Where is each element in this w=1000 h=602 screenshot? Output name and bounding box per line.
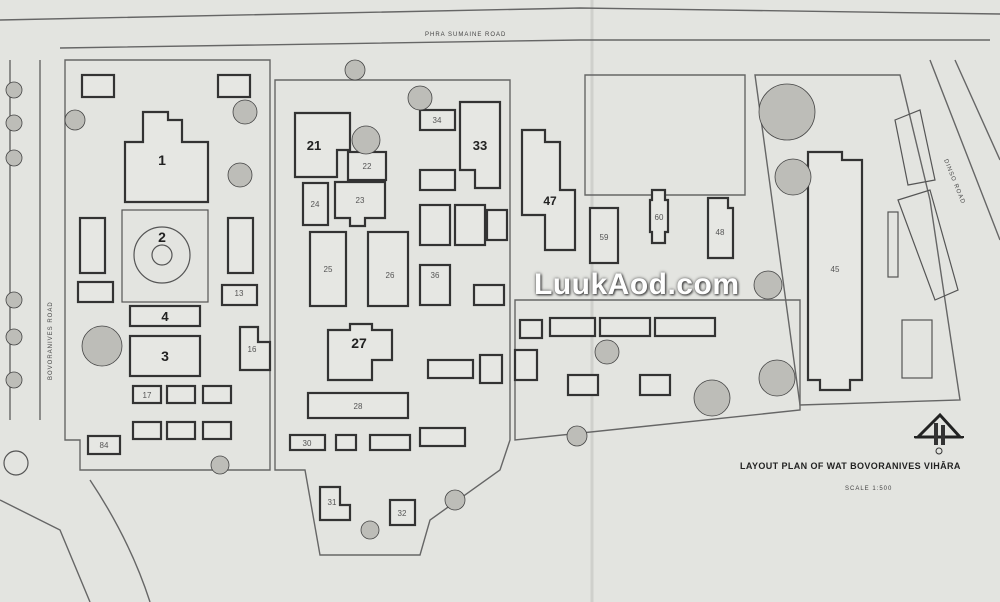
building-45-label: 45	[831, 265, 840, 274]
building-48-label: 48	[716, 228, 725, 237]
building-23-label: 23	[356, 196, 365, 205]
building-1-label: 1	[158, 152, 166, 168]
building-30-label: 30	[303, 439, 312, 448]
compound-west	[64, 59, 271, 471]
north-arrow-icon	[914, 411, 964, 466]
building-36-label: 36	[431, 271, 440, 280]
building-4-label: 4	[161, 309, 169, 324]
building-16-label: 16	[248, 345, 257, 354]
building-27-label: 27	[351, 335, 367, 351]
compound-central	[274, 79, 511, 556]
building-47-label: 47	[543, 194, 557, 208]
watermark: LuukAod.com	[534, 268, 740, 301]
building-84-label: 84	[100, 441, 109, 450]
building-59-label: 59	[600, 233, 609, 242]
building-28-label: 28	[354, 402, 363, 411]
building-26-label: 26	[386, 271, 395, 280]
building-24-label: 24	[311, 200, 320, 209]
building-31-label: 31	[328, 498, 337, 507]
buildings-west	[76, 73, 272, 456]
building-60-label: 60	[655, 213, 664, 222]
buildings-east	[513, 109, 959, 397]
building-17-label: 17	[143, 391, 152, 400]
plan-title: LAYOUT PLAN OF WAT BOVORANIVES VIHĀRA	[740, 461, 961, 471]
building-32-label: 32	[398, 509, 407, 518]
building-33-label: 33	[473, 138, 487, 153]
building-21-label: 21	[307, 138, 321, 153]
building-labels: 1 2 3 4 21 22 23 24 25 26 27 28 33 34 36…	[100, 116, 840, 518]
building-2-label: 2	[158, 229, 166, 245]
building-34-label: 34	[433, 116, 442, 125]
road-label-top: PHRA SUMAINE ROAD	[425, 32, 506, 38]
road-label-left: BOVORANIVES ROAD	[48, 301, 54, 380]
plan-scale: SCALE 1:500	[845, 486, 893, 492]
buildings-central	[288, 100, 509, 527]
compound-south	[514, 299, 801, 441]
courtyard-north	[584, 74, 746, 196]
building-13-label: 13	[235, 289, 244, 298]
building-22-label: 22	[363, 162, 372, 171]
trees	[5, 59, 816, 540]
road-label-right: DINSO ROAD	[942, 159, 966, 206]
compound-east	[754, 74, 961, 406]
building-25-label: 25	[324, 265, 333, 274]
building-3-label: 3	[161, 348, 169, 364]
